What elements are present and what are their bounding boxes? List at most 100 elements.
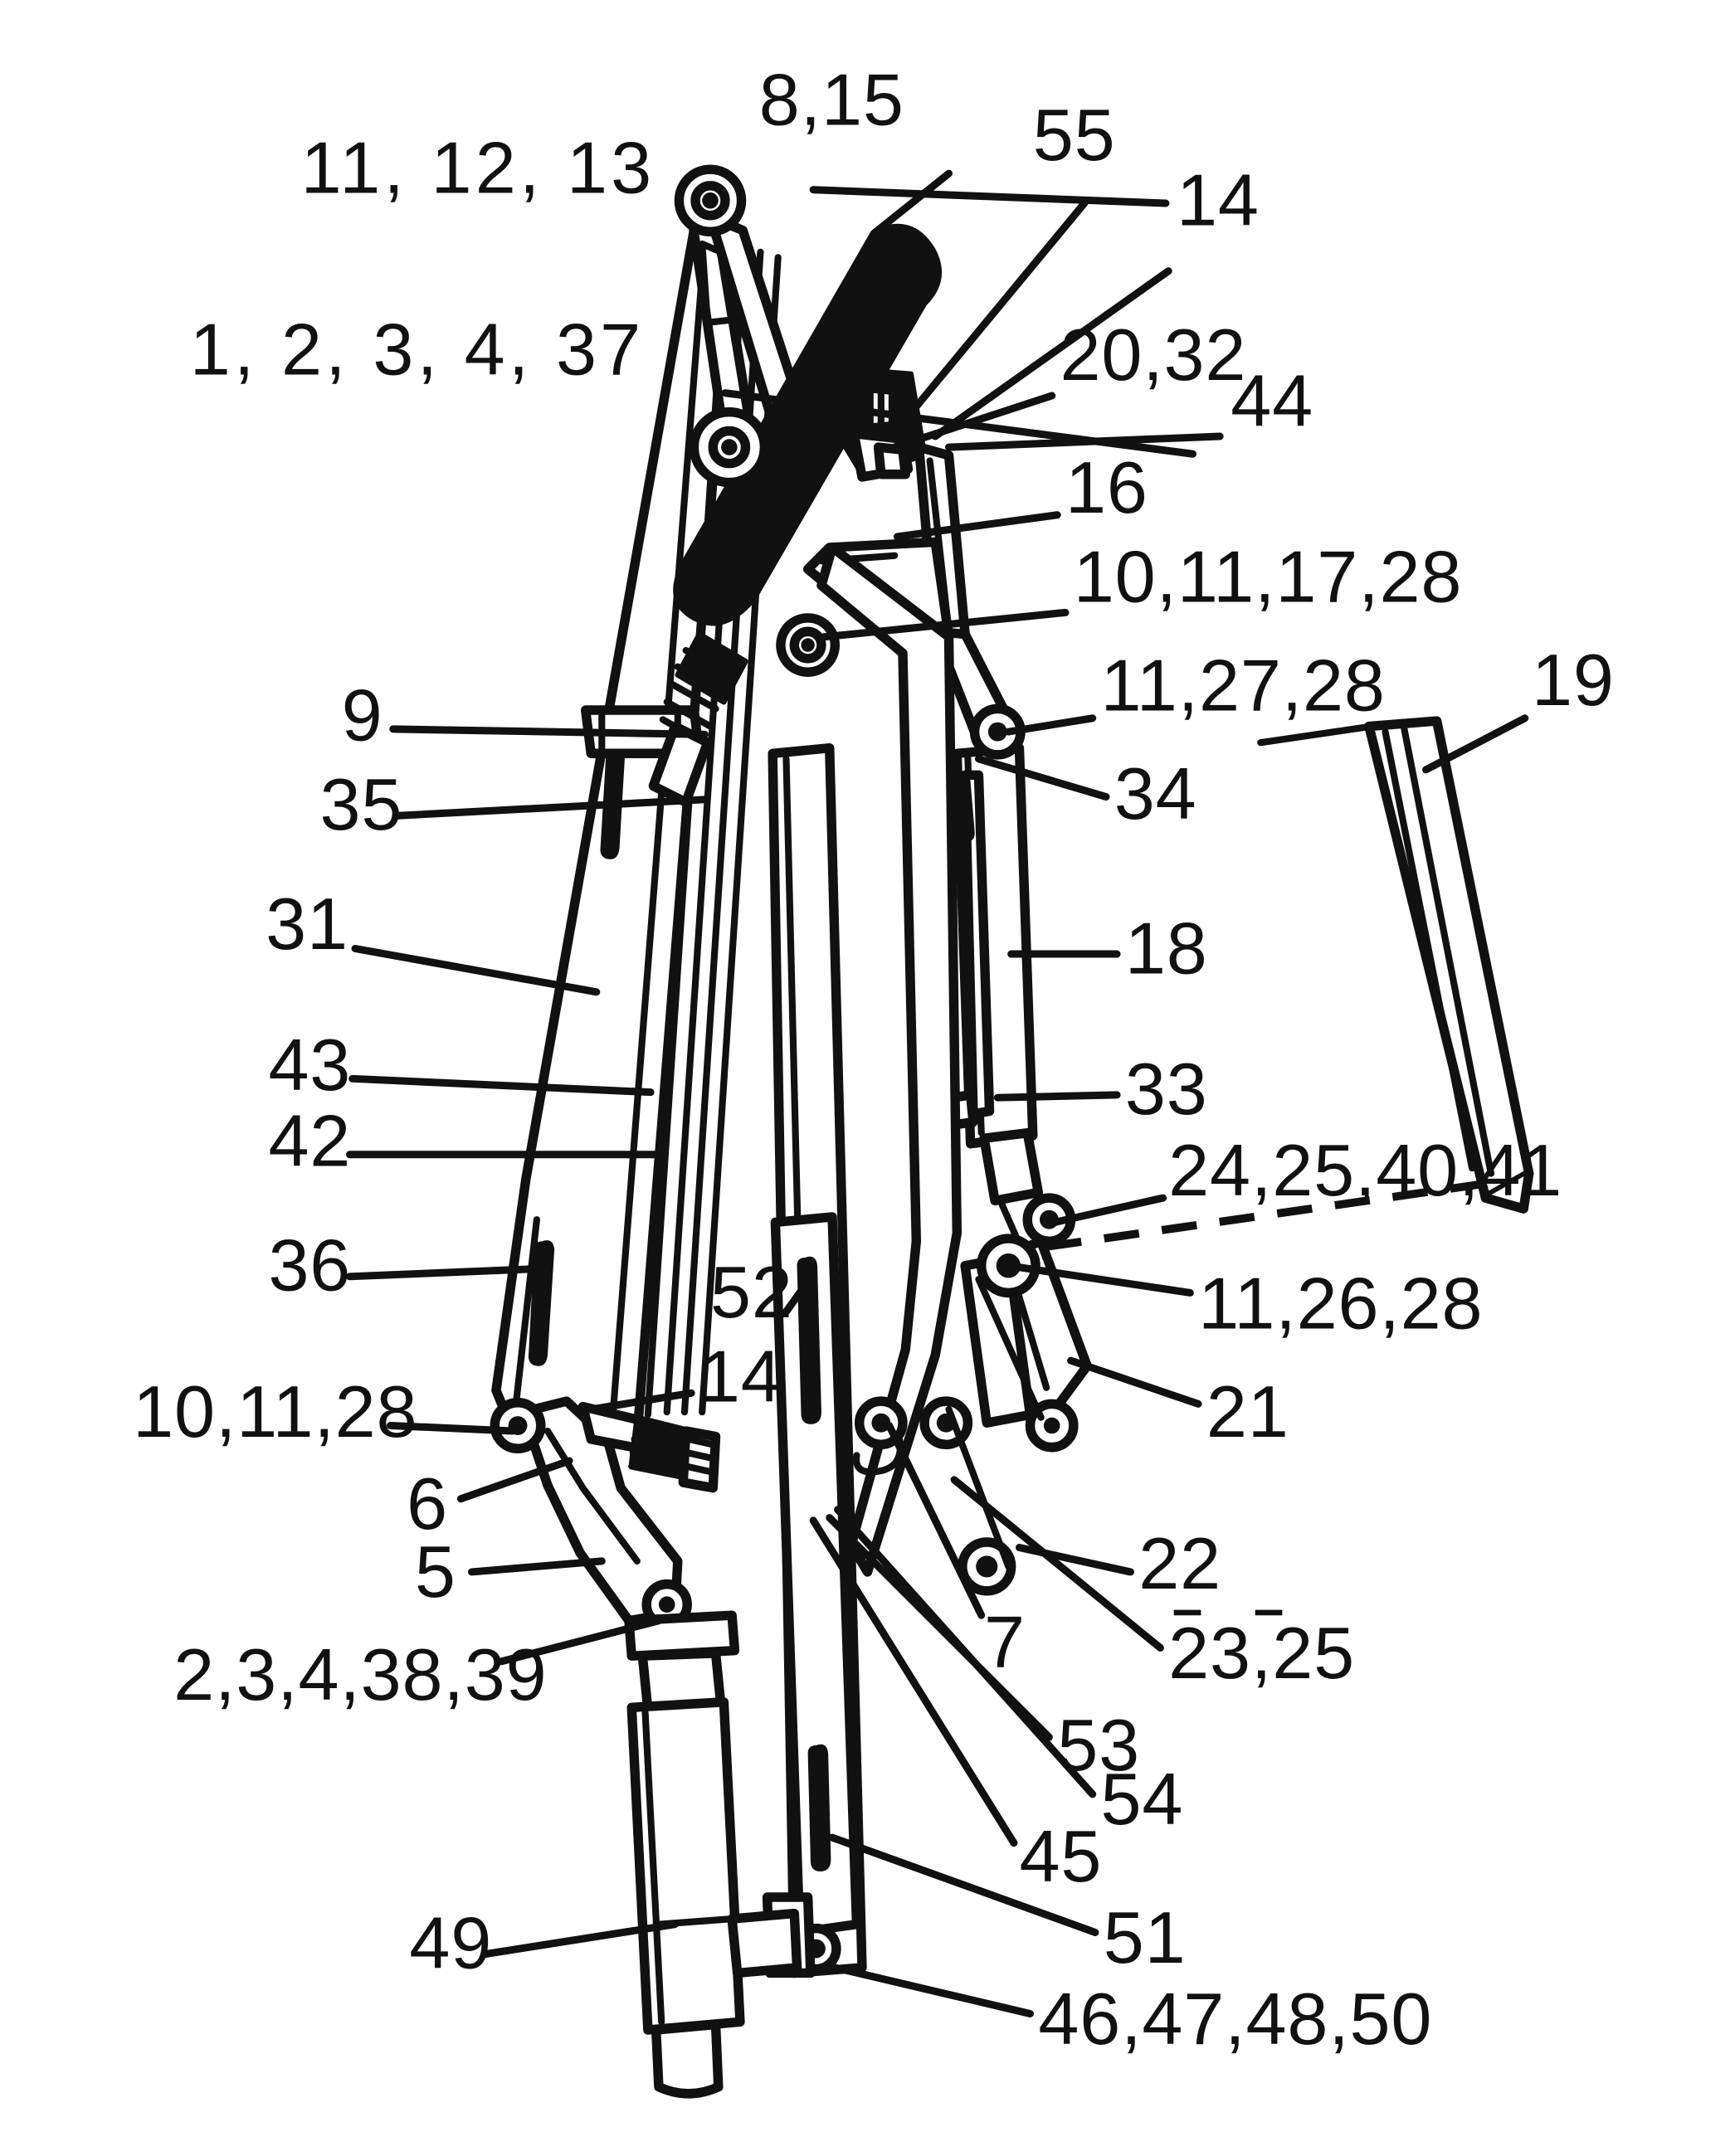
leader-line	[885, 1422, 986, 1619]
leader-line	[893, 511, 1061, 541]
reference-numeral: 43	[268, 1024, 351, 1106]
reference-callout: 43	[268, 1024, 655, 1106]
leader-line	[351, 945, 601, 996]
reference-callout: 45	[809, 1516, 1102, 1897]
reference-callout: 49	[409, 1901, 680, 1983]
reference-callout: 11,27,28	[1004, 644, 1385, 736]
reference-callout: 42	[268, 1099, 668, 1181]
leader-line	[831, 1964, 1035, 2017]
leader-line	[828, 1833, 1099, 1936]
reference-numeral: 14	[1177, 159, 1260, 241]
leader-line	[497, 1617, 663, 1666]
reference-callout: 36	[268, 1224, 552, 1307]
reference-numeral: 46,47,48,50	[1038, 1978, 1432, 2060]
reference-callout: 10,11,17,28	[820, 536, 1462, 641]
leader-line	[587, 1389, 695, 1414]
reference-callout: 2,3,4,38,39	[173, 1617, 663, 1716]
reference-numeral: 10,11,17,28	[1074, 536, 1462, 618]
reference-callout: 51	[828, 1833, 1187, 1978]
reference-numeral: 55	[1033, 94, 1116, 176]
reference-callout: 20,32	[890, 314, 1246, 451]
dashed-construction-line	[1045, 1177, 1500, 1251]
reference-numeral: 14	[699, 1336, 782, 1418]
reference-callout: 6	[407, 1457, 573, 1545]
reference-numeral: 51	[1104, 1896, 1187, 1978]
reference-callout: 31	[266, 883, 601, 996]
leader-line	[345, 1264, 552, 1281]
leader-line	[481, 1920, 680, 1959]
leader-line	[870, 169, 953, 237]
leader-line	[348, 1074, 655, 1097]
leader-line	[890, 392, 1056, 451]
reference-callout: 46,47,48,50	[831, 1964, 1432, 2060]
leader-line	[820, 608, 1070, 641]
reference-callout: 55	[912, 94, 1116, 411]
reference-numeral: 44	[1231, 359, 1313, 441]
leader-line	[467, 1557, 606, 1576]
leader-line	[1050, 1194, 1167, 1226]
reference-callout: 21	[1067, 1356, 1289, 1453]
leader-line	[782, 1270, 817, 1316]
leader-line	[809, 186, 1170, 207]
leader-line	[456, 1457, 573, 1503]
reference-callout: 9	[342, 674, 709, 756]
leader-line	[1004, 714, 1097, 736]
reference-numeral: 6	[407, 1462, 448, 1545]
reference-numeral: 20,32	[1060, 314, 1246, 396]
reference-numeral: 7	[984, 1601, 1026, 1683]
reference-numeral: 9	[342, 674, 383, 756]
leader-line	[392, 796, 709, 820]
reference-callout: 33	[993, 1048, 1207, 1130]
reference-numeral: 11,27,28	[1100, 644, 1385, 726]
reference-numeral: 54	[1100, 1758, 1183, 1840]
leader-line	[993, 1091, 1121, 1102]
reference-numeral: 10,11,28	[133, 1370, 417, 1453]
leader-line	[1004, 1262, 1194, 1297]
center-beam	[762, 743, 867, 1978]
reference-numeral: 19	[1532, 639, 1615, 721]
reference-numeral: 22	[1138, 1522, 1221, 1604]
reference-numeral: 16	[1065, 446, 1148, 528]
reference-numeral: 42	[268, 1099, 351, 1181]
reference-callout: 19	[1422, 639, 1615, 774]
leader-line	[834, 1506, 1097, 1798]
reference-numeral: 8,15	[759, 59, 904, 141]
reference-numeral: 36	[268, 1224, 351, 1307]
reference-callout: 11,26,28	[1004, 1262, 1483, 1344]
reference-callout: 14	[931, 159, 1260, 440]
reference-callout: 8,15	[759, 59, 953, 237]
reference-numeral: 35	[320, 763, 403, 845]
pivot-eyes	[674, 164, 1026, 760]
reference-numeral: 49	[409, 1901, 492, 1983]
reference-callout: 52	[710, 1251, 817, 1333]
reference-numeral: 45	[1019, 1815, 1102, 1897]
cylinder-8-15	[648, 223, 942, 807]
cylinder-49	[624, 1610, 802, 2099]
leader-line	[809, 1516, 1018, 1847]
reference-callout: 34	[974, 752, 1197, 835]
reference-callout: 18	[1007, 907, 1207, 989]
reference-callout: 54	[834, 1506, 1183, 1840]
reference-callout: 10,11,28	[133, 1370, 516, 1453]
reference-numeral: 1, 2, 3, 4, 37	[190, 308, 645, 390]
reference-numeral: 23,25	[1168, 1612, 1355, 1694]
reference-numeral: 11, 12, 13	[301, 126, 655, 208]
bucket-19	[1257, 716, 1534, 1214]
reference-callout: 35	[320, 763, 709, 845]
bottom-rocker-5	[490, 1396, 721, 1630]
leader-line	[386, 1422, 516, 1435]
leader-line	[389, 725, 709, 738]
leader-line	[974, 755, 1110, 801]
leader-line	[950, 1476, 1164, 1652]
reference-callout: 22	[1015, 1522, 1221, 1604]
machine-assembly	[490, 164, 1534, 2099]
reference-callout: 16	[893, 446, 1148, 541]
reference-numeral: 34	[1114, 752, 1197, 835]
lower-linkage	[945, 1193, 1092, 1570]
leader-line	[912, 199, 1089, 411]
reference-numeral: 21	[1206, 1370, 1289, 1453]
reference-callout: 44	[945, 359, 1313, 451]
